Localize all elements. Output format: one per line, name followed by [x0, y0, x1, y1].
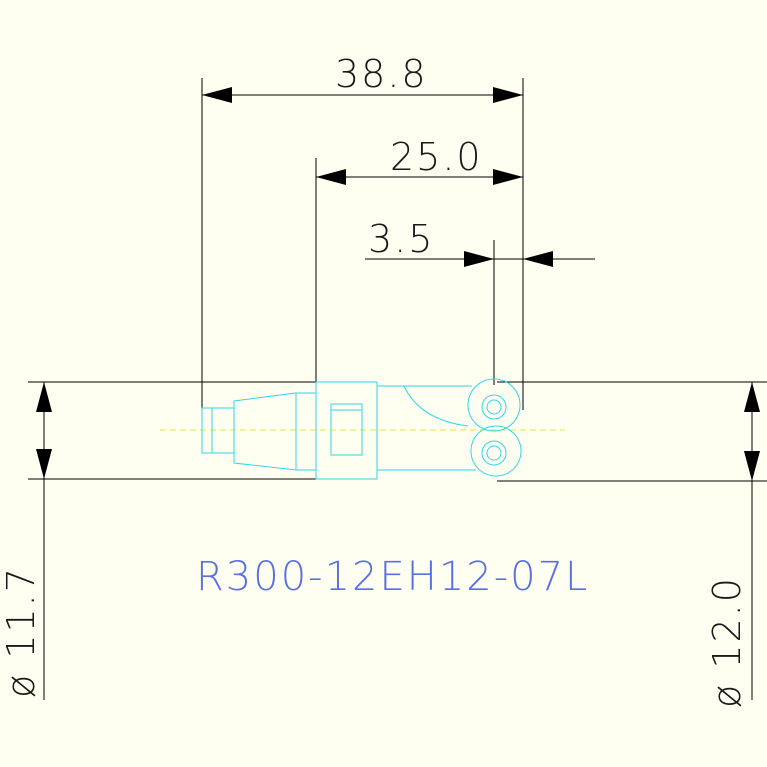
arrowhead [744, 451, 760, 481]
body-slot [330, 403, 363, 456]
dimension-text-overall-length: 38.8 [335, 52, 428, 96]
dimension-text-diameter-right: ø 12.0 [705, 576, 749, 708]
shank-taper [233, 392, 297, 471]
insert-lower-circle [470, 425, 522, 477]
arrowhead [523, 251, 553, 267]
shank-collar [295, 392, 317, 471]
dimension-head-offset: 3.5 [365, 217, 595, 385]
dimension-overall-length: 38.8 [201, 52, 524, 430]
neck-curve [403, 385, 469, 427]
arrowhead [464, 251, 494, 267]
arrowhead [36, 449, 52, 479]
insert-upper-circle [467, 378, 521, 432]
arrowhead [493, 87, 523, 103]
cutter-outline [201, 378, 522, 480]
dimension-diameter-left: ø 11.7 [0, 382, 52, 700]
dimension-text-head-offset: 3.5 [368, 217, 434, 261]
arrowhead [493, 169, 523, 185]
screw-lower-outer [481, 440, 507, 466]
arrowhead [36, 382, 52, 412]
dimension-text-shank-length: 25.0 [390, 135, 483, 179]
shank-tail [201, 407, 235, 454]
part-number-label: R300-12EH12-07L [196, 554, 589, 600]
dimension-text-diameter-left: ø 11.7 [0, 566, 43, 698]
dimension-diameter-right: ø 12.0 [705, 382, 760, 708]
dimension-shank-length: 25.0 [315, 135, 523, 385]
body-block [315, 381, 378, 480]
arrowhead [744, 382, 760, 412]
arrowhead [202, 87, 232, 103]
arrowhead [316, 169, 346, 185]
screw-lower-inner [486, 445, 502, 461]
screw-upper-outer [481, 394, 507, 420]
screw-upper-inner [486, 399, 502, 415]
